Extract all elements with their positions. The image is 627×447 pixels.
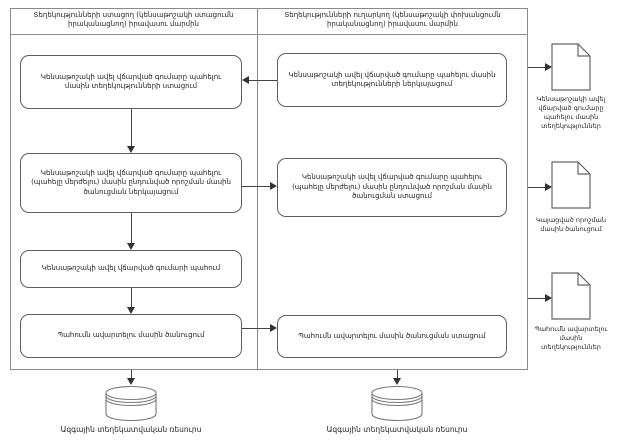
node-completion-notice: Պահումն ավարտելու մասին ծանուցում [20,314,242,358]
arrowhead-down-icon [127,378,135,385]
document-icon [551,272,591,320]
arrowhead-down-icon [127,146,135,153]
arrowhead-down-icon [393,378,401,385]
node-withhold-amount: Կենսաթոշակի ավել վճարված գումարի պահում [20,250,242,288]
document-icon [551,43,591,91]
arrowhead-right-icon [270,182,277,190]
document-label: Պահումն ավարտելու մասին տեղեկություններ [534,325,608,352]
database-icon [371,385,423,422]
database-label: Ազգային տեղեկատվական ռեսուրս [326,425,468,434]
arrow-line-to-doc3 [528,298,545,299]
arrow-line-step1-step2 [131,109,132,146]
left-lane-header: Տեղեկությունների ստացող (կենսաթոշակի ստա… [33,11,234,29]
arrow-line-step2-step3 [131,213,132,243]
arrowhead-right-icon [545,294,552,302]
arrow-line-info-to-left [249,80,277,81]
header-divider [10,34,528,35]
node-receive-withholding-info: Կենսաթոշակի ավել վճարված գումարը պահելու… [20,55,242,109]
database-icon [105,385,157,422]
arrowhead-right-icon [270,324,277,332]
arrowhead-left-icon [242,76,249,84]
document-label: Կենսաթոշակի ավել վճարված գումարը պահելու… [536,95,606,131]
node-submit-decision-notice: Կենսաթոշակի ավել վճարված գումարը պահելու… [20,153,242,213]
document-icon [551,161,591,209]
arrow-line-to-doc1 [528,67,545,68]
database-label: Ազգային տեղեկատվական ռեսուրս [60,425,202,434]
node-receive-completion-notice: Պահումն ավարտելու մասին ծանուցման ստացու… [277,315,507,358]
arrow-line-to-db-left [131,370,132,378]
node-receive-decision-notice: Կենսաթոշակի ավել վճարված գումարը պահելու… [277,158,507,217]
arrowhead-right-icon [545,183,552,191]
document-label: Կայացված որոշման մասին ծանուցում [535,216,607,234]
arrowhead-right-icon [545,63,552,71]
node-submit-withholding-info: Կենսաթոշակի ավել վճարված գումարը պահելու… [277,53,507,107]
arrow-line-to-db-right [397,370,398,378]
arrow-line-decision-to-right [242,186,270,187]
arrow-line-completion-to-right [242,328,270,329]
arrow-line-step3-step4 [131,288,132,307]
arrowhead-down-icon [127,307,135,314]
swimlane-frame [10,8,528,370]
arrowhead-down-icon [127,243,135,250]
lane-divider [257,8,258,370]
arrow-line-to-doc2 [528,187,545,188]
right-lane-header: Տեղեկությունների ուղարկող (կենսաթոշակի փ… [284,11,501,29]
